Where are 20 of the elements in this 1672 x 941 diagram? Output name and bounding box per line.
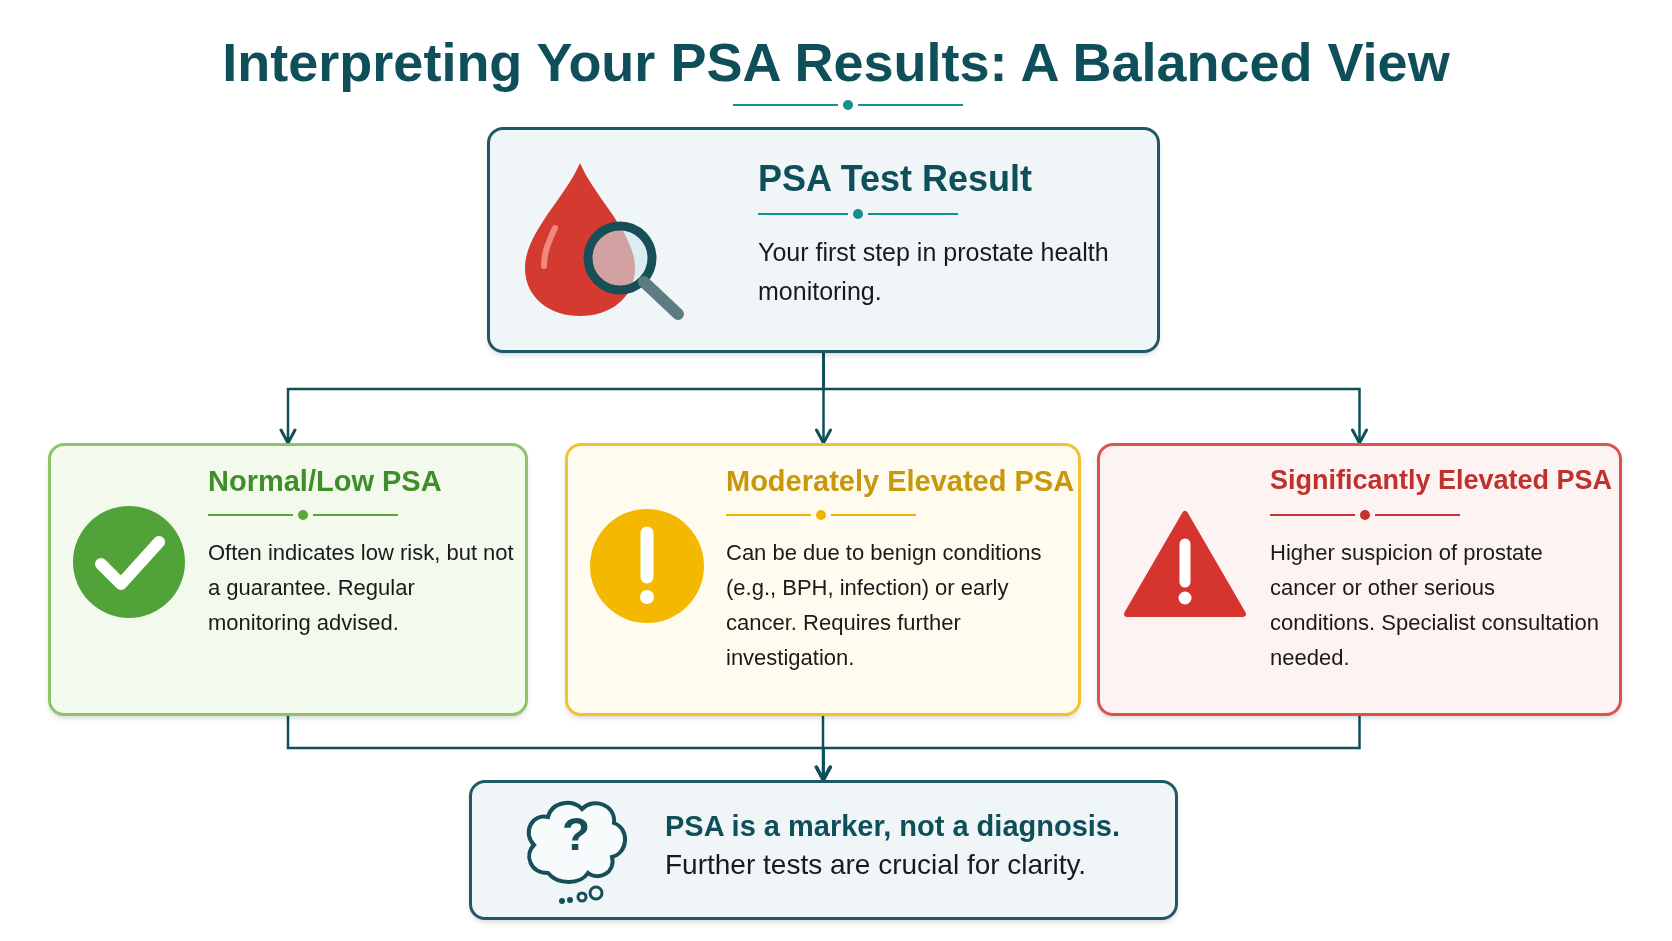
title: Interpreting Your PSA Results: A Balanced View (221, 31, 1451, 94)
card-heading: Moderately Elevated PSA (726, 464, 1075, 499)
result-card (565, 443, 1081, 716)
connector-arrow (822, 353, 1368, 445)
result-card (487, 127, 1160, 353)
card-heading: Normal/Low PSA (208, 464, 442, 499)
question-mark: ? (560, 811, 592, 857)
result-card (469, 780, 1178, 920)
card-description: Higher suspicion of prostate cancer or other serious conditions. Specialist consultation needed. (1270, 539, 1600, 672)
card-heading: PSA Test Result (758, 157, 1033, 201)
card-heading: PSA is a marker, not a diagnosis. (665, 809, 1121, 844)
connector-arrow (815, 716, 1361, 782)
card-description: Can be due to benign conditions (e.g., BPH, infection) or early cancer. Requires further investigation. (726, 539, 1043, 672)
card-description: Your first step in prostate health monitoring. (758, 237, 1110, 307)
card-heading: Significantly Elevated PSA (1270, 464, 1613, 497)
card-description: Often indicates low risk, but not a guarantee. Regular monitoring advised. (208, 539, 515, 637)
result-card (48, 443, 528, 716)
card-description: Further tests are crucial for clarity. (665, 848, 1088, 882)
connector-arrow (814, 716, 832, 782)
result-card (1097, 443, 1622, 716)
